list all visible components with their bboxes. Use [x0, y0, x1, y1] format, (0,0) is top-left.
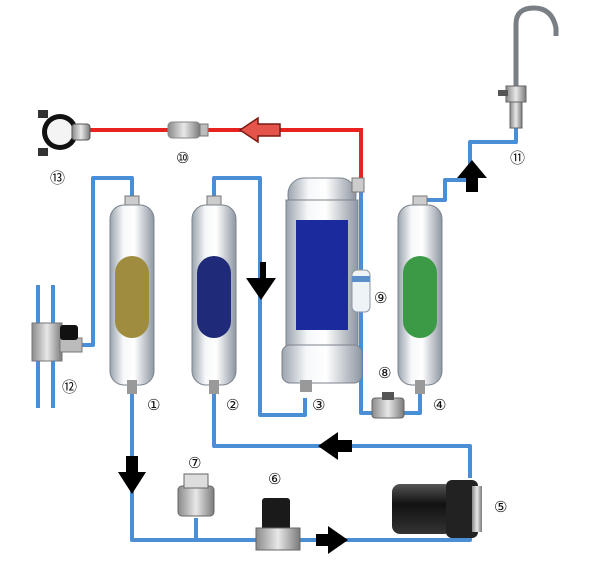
label-12: ⑫: [62, 378, 77, 396]
booster-pump-icon: [392, 480, 482, 538]
inlet-valve: [31, 322, 83, 362]
filter-2-carbon: [191, 195, 237, 394]
label-5: ⑤: [494, 498, 507, 516]
label-9: ⑨: [374, 289, 387, 307]
drain-pipe: [90, 128, 363, 180]
label-3: ③: [312, 396, 325, 414]
pipe-12-to-1: [80, 176, 134, 347]
number-labels: ① ② ③ ④ ⑤ ⑥ ⑦ ⑧ ⑨ ⑩ ⑪ ⑫ ⑬: [50, 149, 525, 516]
label-4: ④: [433, 396, 446, 414]
faucet-icon: [498, 5, 559, 129]
flow-arrow-icon: [246, 262, 276, 300]
flow-arrow-icon: [118, 456, 146, 494]
flow-arrow-icon: [238, 116, 281, 144]
label-2: ②: [226, 396, 239, 414]
flow-arrow-icon: [318, 432, 352, 460]
pressure-switch: [371, 392, 405, 419]
flow-arrow-icon: [457, 160, 487, 192]
flow-arrow-icon: [316, 526, 348, 554]
label-8: ⑧: [378, 364, 391, 382]
label-13: ⑬: [50, 169, 65, 187]
pipe-9-to-8: [359, 312, 372, 415]
filter-4-post: [397, 195, 443, 394]
label-11: ⑪: [510, 149, 525, 167]
label-1: ①: [147, 396, 160, 414]
filter-1-sediment: [109, 195, 155, 394]
ro-membrane: [281, 177, 365, 392]
label-7: ⑦: [188, 454, 201, 472]
pipes-red: [90, 128, 363, 180]
label-10: ⑩: [176, 149, 189, 167]
solenoid-valve: [255, 498, 301, 551]
tank-valve-icon: [38, 110, 91, 156]
pipe-8-to-4: [404, 392, 422, 415]
high-pressure-switch: [177, 473, 215, 517]
check-valve: [351, 269, 371, 313]
flow-restrictor: [167, 121, 209, 139]
pipe-5-to-2: [212, 385, 472, 478]
flow-arrows: [118, 116, 487, 554]
pipe-1-to-6: [130, 392, 262, 542]
label-6: ⑥: [268, 470, 281, 488]
